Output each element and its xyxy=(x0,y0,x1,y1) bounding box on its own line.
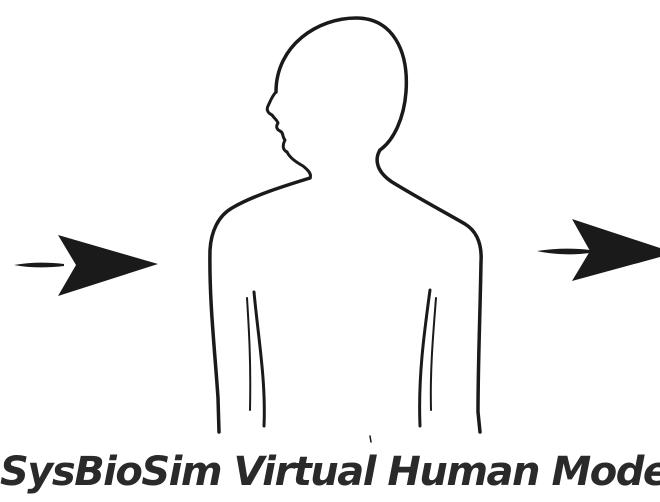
diagram-caption: SysBioSim Virtual Human Model xyxy=(0,446,660,498)
input-arrow-icon xyxy=(14,235,158,296)
output-arrow-icon xyxy=(537,219,660,281)
human-silhouette-icon xyxy=(210,18,481,442)
